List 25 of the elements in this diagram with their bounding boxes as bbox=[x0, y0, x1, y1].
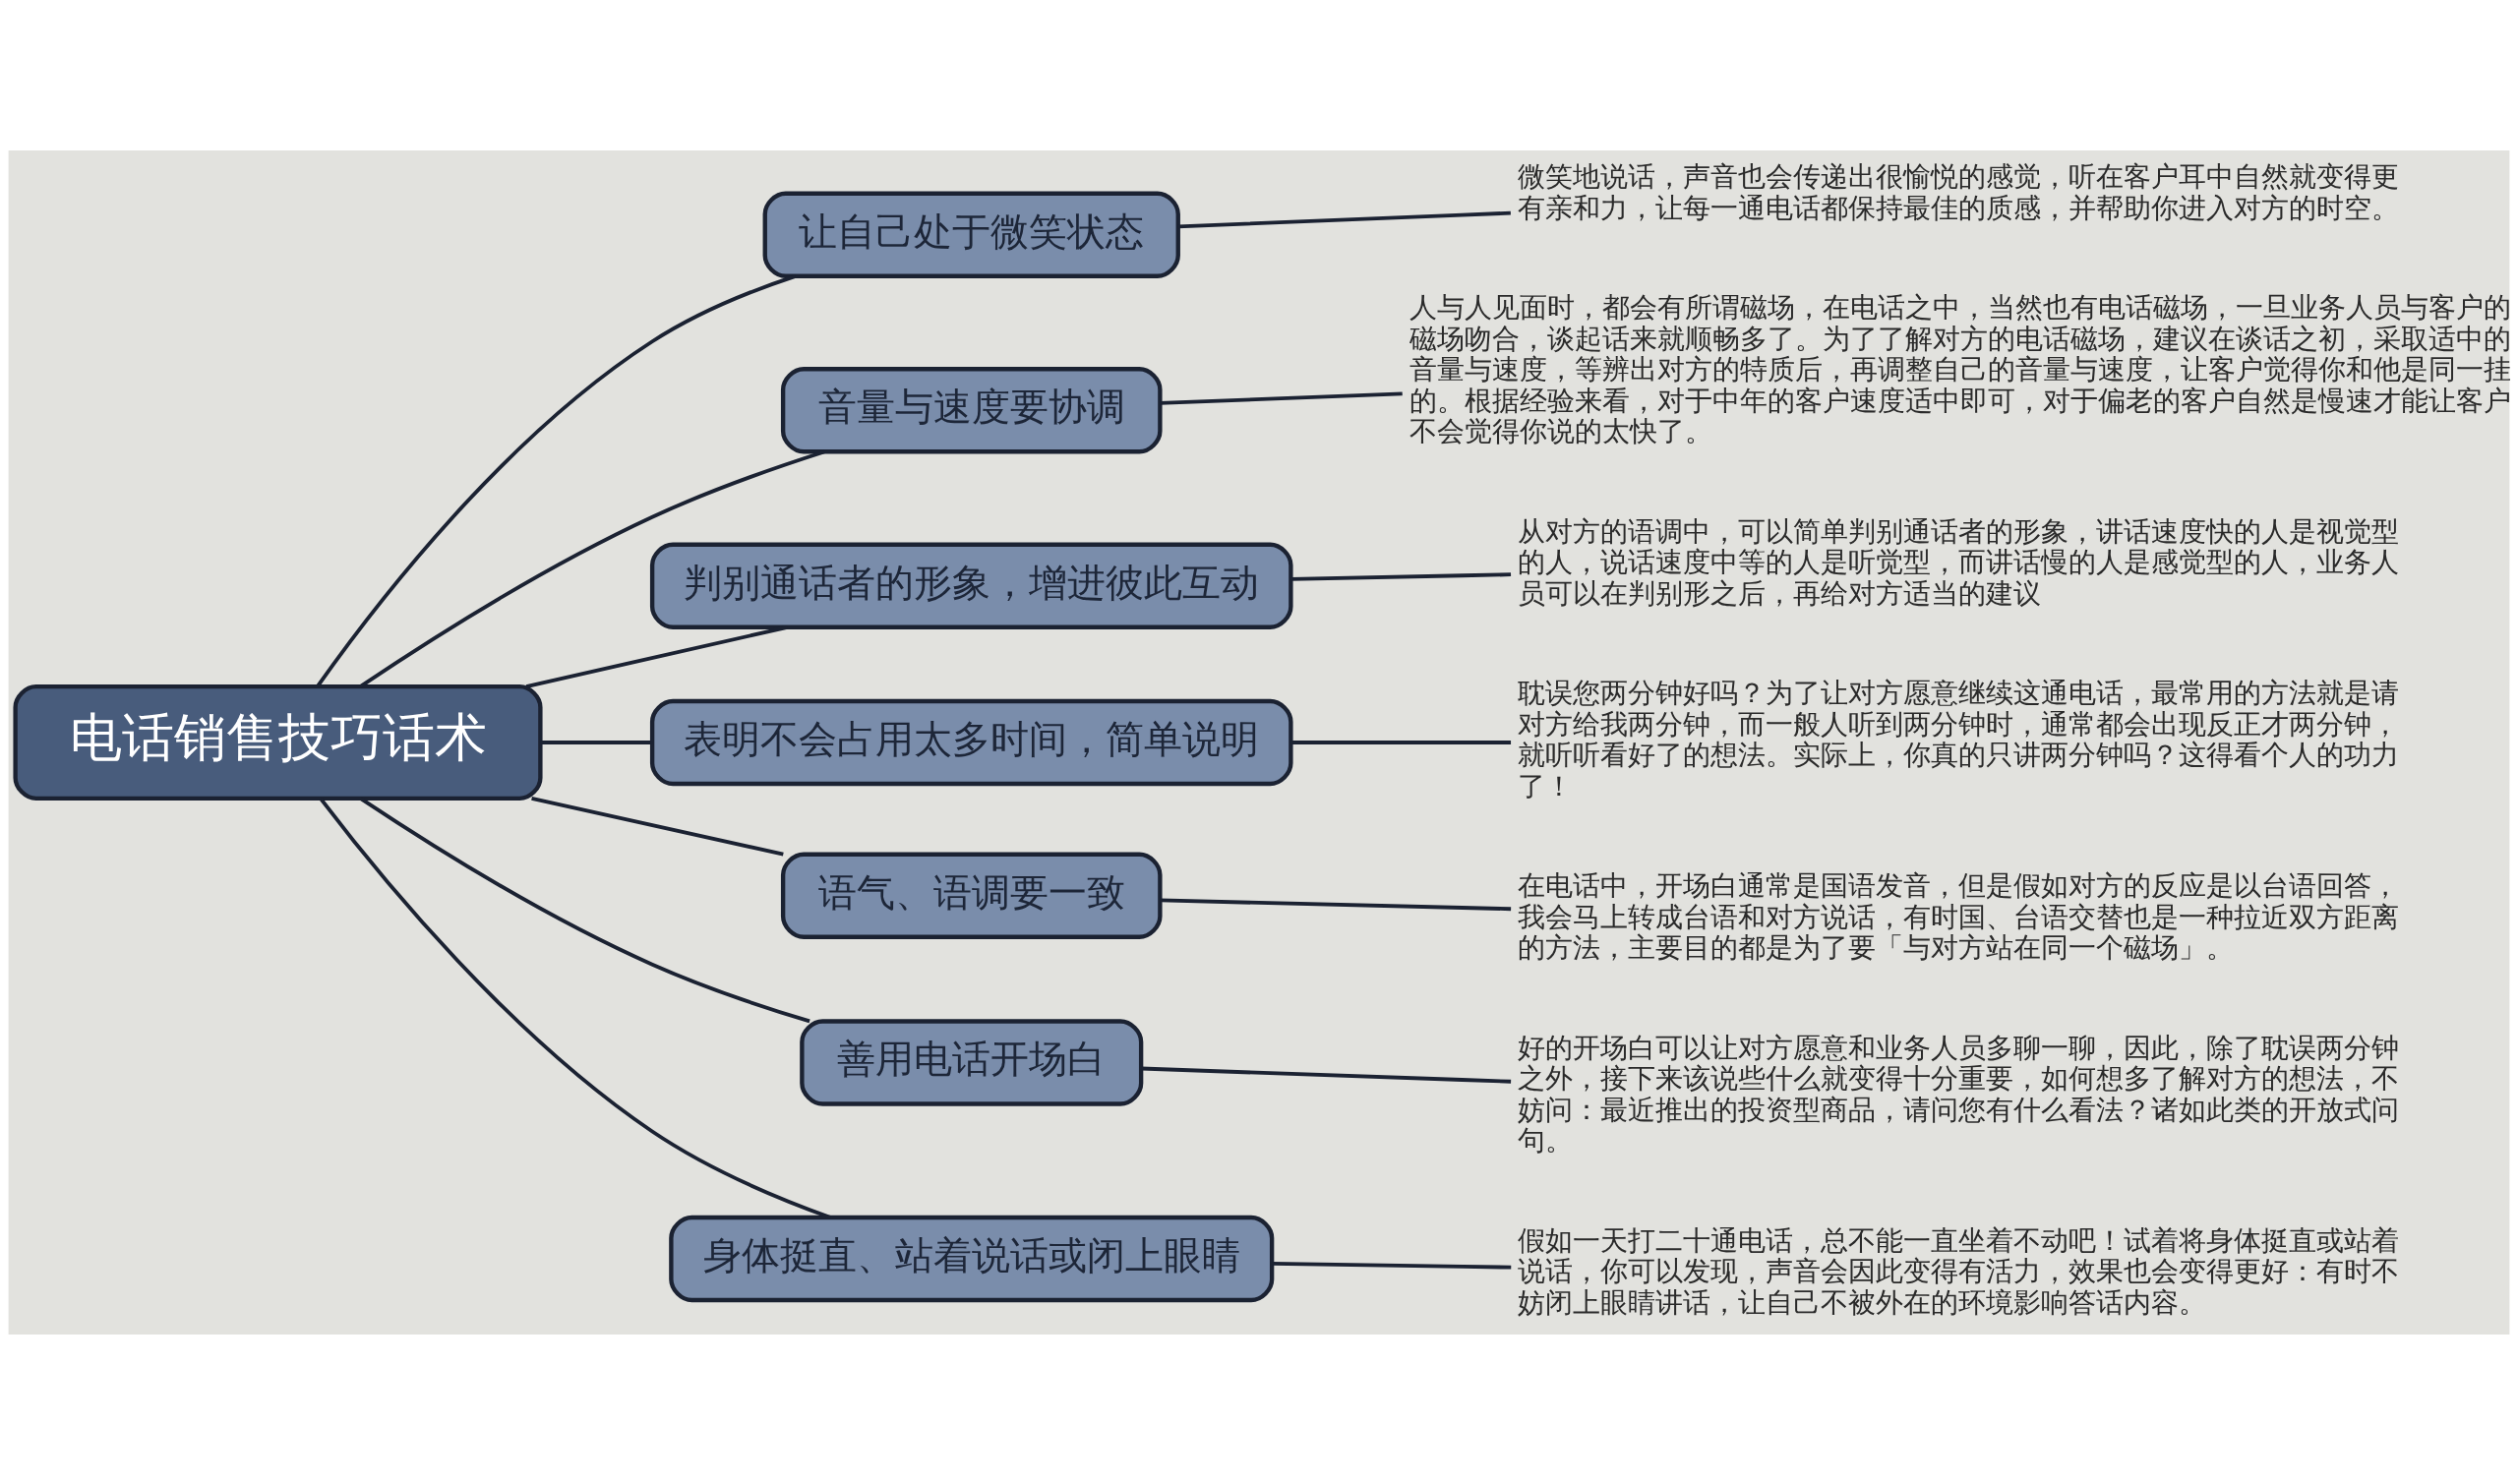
node-box: 判别通话者的形象，增进彼此互动 bbox=[649, 542, 1293, 629]
connector bbox=[1160, 898, 1512, 911]
connector bbox=[540, 740, 652, 744]
connector bbox=[1290, 740, 1512, 744]
connector bbox=[1290, 571, 1512, 581]
node-text: 耽误您两分钟好吗？为了让对方愿意继续这通电话，最常用的方法就是请对方给我两分钟，而一般人听到两分钟时，通常都会出现反正才两分钟，就听听看好了的想法。实际上，你真的只讲两分钟吗？这得看个人的功力了！ bbox=[1518, 676, 2400, 802]
node-box: 表明不会占用太多时间，简单说明 bbox=[649, 698, 1293, 786]
connector bbox=[1160, 390, 1403, 405]
connector bbox=[1141, 1066, 1512, 1084]
connector bbox=[531, 796, 784, 857]
node-text: 微笑地说话，声音也会传递出很愉悦的感觉，听在客户耳中自然就变得更有亲和力，让每一通电话都保持最佳的质感，并帮助你进入对方的时空。 bbox=[1518, 159, 2400, 224]
node-text: 人与人见面时，都会有所谓磁场，在电话之中，当然也有电话磁场，一旦业务人员与客户的磁场吻合，谈起话来就顺畅多了。为了了解对方的电话磁场，建议在谈话之初，采取适中的音量与速度，等辨出对方的特质后，再调整自己的音量与速度，让客户觉得你和他是同一挂的。根据经验来看，对于中年的客户速度适中即可，对于偏老的客户自然是慢速才能让客户不会觉得你说的太快了。 bbox=[1409, 290, 2512, 447]
node-text: 假如一天打二十通电话，总不能一直坐着不动吧！试着将身体挺直或站着说话，你可以发现，声音会因此变得有活力，效果也会变得更好：有时不妨闭上眼睛讲话，让自己不被外在的环境影响答话内容。 bbox=[1518, 1223, 2400, 1319]
node-text: 好的开场白可以让对方愿意和业务人员多聊一聊，因此，除了耽误两分钟之外，接下来该说些什么就变得十分重要，如何想多了解对方的想法，不妨问：最近推出的投资型商品，请问您有什么看法？诸如此类的开放式问句。 bbox=[1518, 1031, 2400, 1157]
node-text: 在电话中，开场白通常是国语发音，但是假如对方的反应是以台语回答，我会马上转成台语和对方说话，有时国、台语交替也是一种拉近双方距离的方法，主要目的都是为了要「与对方站在同一个磁场」。 bbox=[1518, 868, 2400, 964]
connector bbox=[1272, 1261, 1512, 1270]
connector bbox=[1177, 210, 1511, 228]
node-box: 电话销售技巧话术 bbox=[13, 683, 543, 801]
node-box: 善用电话开场白 bbox=[800, 1018, 1144, 1106]
node-box: 语气、语调要一致 bbox=[780, 852, 1163, 939]
node-text: 从对方的语调中，可以简单判别通话者的形象，讲话速度快的人是视觉型的人，说话速度中等的人是听觉型，而讲话慢的人是感觉型的人，业务人员可以在判别形之后，再给对方适当的建议 bbox=[1518, 514, 2400, 610]
node-box: 身体挺直、站着说话或闭上眼睛 bbox=[669, 1215, 1275, 1302]
connector bbox=[359, 797, 810, 1023]
node-box: 音量与速度要协调 bbox=[780, 366, 1163, 453]
node-box: 让自己处于微笑状态 bbox=[762, 191, 1180, 278]
